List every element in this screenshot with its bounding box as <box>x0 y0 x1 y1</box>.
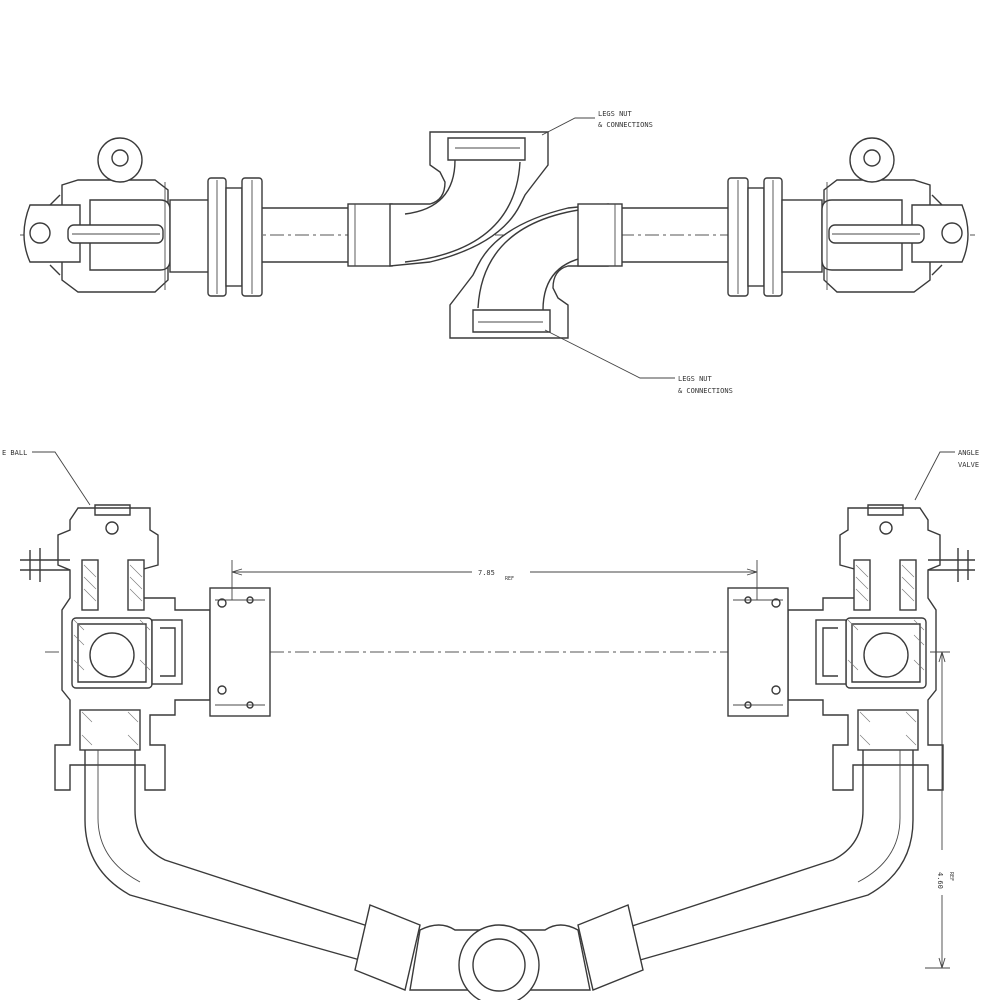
top-view: LEGS NUT & CONNECTIONS LEGS NUT & CONNEC… <box>20 110 975 395</box>
front-bottom-tee <box>354 904 644 1000</box>
front-left-valve <box>20 504 271 791</box>
top-left-union <box>169 177 263 297</box>
front-right-valve <box>727 504 975 791</box>
front-view: 7.85 REF 4.60 REF E BALL ANGLE VALVE <box>2 449 979 1000</box>
callout-lower-line2: & CONNECTIONS <box>678 387 733 395</box>
dim-vertical-suffix: REF <box>948 872 954 881</box>
top-right-pipe <box>577 203 735 267</box>
dim-vertical-value: 4.60 <box>936 872 944 889</box>
front-right-bent-pipe <box>619 750 914 961</box>
top-callout-lower: LEGS NUT & CONNECTIONS <box>544 329 733 395</box>
callout-upper-line1: LEGS NUT <box>598 110 633 118</box>
top-lower-elbow <box>449 203 609 339</box>
top-right-union <box>727 177 823 297</box>
dimension-horizontal: 7.85 REF <box>231 560 758 600</box>
top-left-valve <box>23 137 171 293</box>
callout-lower-line1: LEGS NUT <box>678 375 713 383</box>
top-left-pipe <box>262 203 393 267</box>
front-callout-right: ANGLE VALVE <box>914 449 979 501</box>
top-callout-upper: LEGS NUT & CONNECTIONS <box>541 110 653 136</box>
dimension-vertical: 4.60 REF <box>925 651 954 969</box>
callout-right-line2: VALVE <box>958 461 979 469</box>
callout-upper-line2: & CONNECTIONS <box>598 121 653 129</box>
callout-right-line1: ANGLE <box>958 449 979 457</box>
callout-left-line1: E BALL <box>2 449 27 457</box>
front-callout-left: E BALL <box>2 449 91 506</box>
dim-horizontal-value: 7.85 <box>478 569 495 577</box>
dim-horizontal-suffix: REF <box>505 576 514 582</box>
top-upper-elbow <box>389 131 549 267</box>
front-left-bent-pipe <box>84 750 381 961</box>
top-right-valve <box>821 137 969 293</box>
